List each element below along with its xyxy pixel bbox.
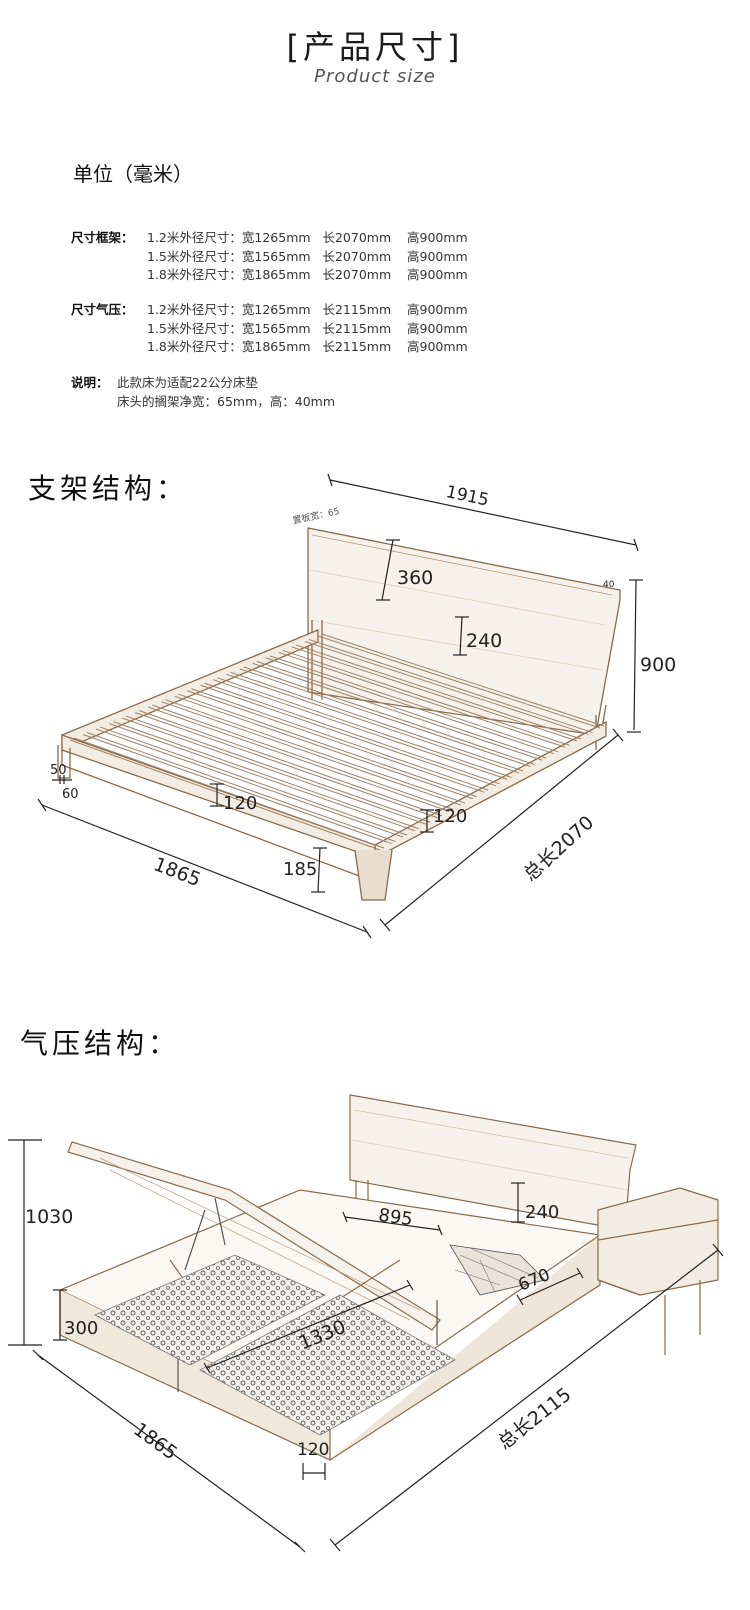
dim-width: 1865 [151, 853, 204, 891]
bed-slat [291, 644, 581, 742]
dim-headboard-gap: 240 [525, 1202, 559, 1223]
bed-slat [135, 710, 443, 819]
page-subtitle: Product size [314, 66, 436, 87]
bed-slat [304, 638, 593, 735]
dim-shelf-h: 40 [603, 580, 615, 590]
bed-slat [252, 660, 547, 761]
dim-gap: 240 [466, 630, 502, 652]
gas-bed-drawing: 1030 300 240 895 670 1330 120 1865 总长211… [8, 1094, 724, 1553]
note-row: 此款床为适配22公分床垫 [117, 375, 258, 390]
bed-slat [161, 699, 466, 806]
spec-frame-row: 1.5米外径尺寸：宽1565mm 长2070mm 高900mm [147, 248, 468, 264]
spec-gas-row: 1.5米外径尺寸：宽1565mm 长2115mm 高900mm [147, 320, 468, 336]
dim-headboard: 360 [397, 567, 433, 589]
dim-rail: 120 [297, 1440, 329, 1460]
bed-slat [239, 666, 535, 767]
bed-slat [95, 726, 408, 838]
dim-width-top: 1915 [444, 482, 490, 511]
bed-slat [174, 693, 477, 800]
dim-compartment-w: 895 [377, 1205, 414, 1231]
gas-structure-title: 气压结构： [20, 1027, 181, 1060]
dim-width: 1865 [129, 1418, 181, 1464]
spec-gas-row: 1.8米外径尺寸：宽1865mm 长2115mm 高900mm [147, 339, 468, 354]
dim-height: 900 [640, 654, 676, 676]
spec-gas-label: 尺寸气压： [71, 302, 134, 317]
spec-frame-row: 1.2米外径尺寸：宽1265mm 长2070mm 高900mm [147, 230, 468, 245]
bed-slat [200, 682, 500, 787]
spec-frame: 尺寸框架： 1.2米外径尺寸：宽1265mm 长2070mm 高900mm 1.5… [71, 229, 468, 285]
dim-rail-front: 120 [223, 793, 257, 814]
bed-slat [82, 732, 396, 845]
spec-frame-row: 1.8米外径尺寸：宽1865mm 长2070mm 高900mm [147, 267, 468, 282]
dim-rail-side: 120 [433, 806, 467, 827]
frame-bed-drawing: 1915 置板宽：65 360 40 240 900 50 60 120 120… [37, 473, 676, 939]
spec-gas: 尺寸气压： 1.2米外径尺寸：宽1265mm 长2115mm 高900mm 1.5… [71, 301, 468, 357]
note-row: 床头的搁架净宽：65mm，高：40mm [117, 394, 336, 409]
dim-side-b: 60 [62, 787, 79, 802]
bed-slat [187, 688, 489, 793]
dim-shelf: 置板宽：65 [292, 505, 341, 527]
dim-side-a: 50 [50, 763, 67, 778]
bed-slat [69, 737, 385, 851]
dim-length: 总长2115 [494, 1384, 576, 1455]
bed-slat [148, 704, 454, 812]
dim-leg: 185 [283, 859, 317, 880]
note-label: 说明： [71, 375, 109, 390]
bed-slat [317, 633, 605, 729]
unit-label: 单位（毫米） [73, 162, 193, 186]
bed-slat [122, 715, 431, 825]
spec-frame-label: 尺寸框架： [71, 230, 134, 245]
page-title: [产品尺寸] [286, 28, 464, 66]
spec-note: 说明： 此款床为适配22公分床垫 床头的搁架净宽：65mm，高：40mm [71, 374, 335, 412]
bed-slat [265, 655, 558, 755]
dim-open-height: 1030 [25, 1206, 73, 1228]
bed-slat [278, 649, 570, 748]
bed-slat [226, 671, 524, 774]
spec-gas-row: 1.2米外径尺寸：宽1265mm 长2115mm 高900mm [147, 302, 468, 317]
dim-length: 总长2070 [519, 812, 598, 886]
bed-slat [108, 721, 419, 832]
bed-slat [213, 677, 512, 780]
dim-box-height: 300 [64, 1318, 98, 1339]
frame-structure-title: 支架结构： [28, 472, 189, 505]
